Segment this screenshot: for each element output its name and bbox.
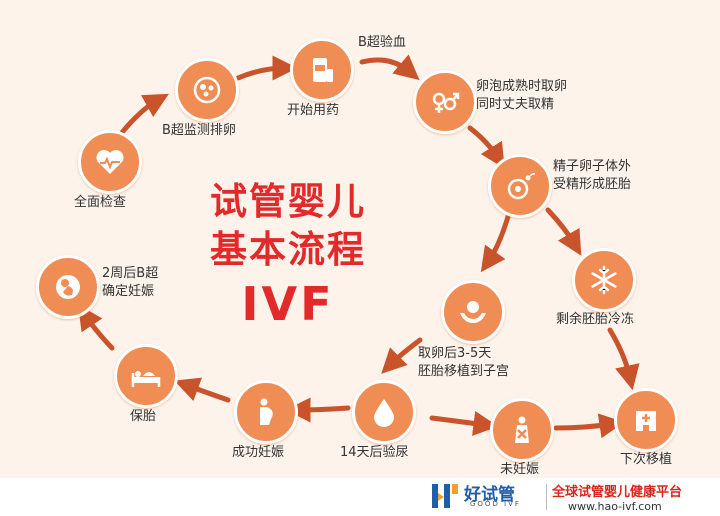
diagram-title: 试管婴儿 基本流程 IVF	[196, 178, 380, 334]
label-transfer-line-2: 胚胎移植到子宫	[418, 364, 510, 379]
gender-symbols-icon	[432, 92, 460, 113]
step-pregnant	[234, 380, 298, 444]
footer-divider	[546, 484, 547, 510]
label-fertilize: 精子卵子体外 受精形成胚胎	[553, 158, 631, 194]
footer-url[interactable]: www.hao-ivf.com	[568, 500, 662, 513]
arrow-not-pregnant-to-next	[553, 413, 625, 439]
step-fertilize	[488, 154, 552, 218]
footer-bar	[0, 478, 720, 516]
label-confirm-line-2: 确定妊娠	[102, 284, 155, 299]
label-retrieval-line-2: 同时丈夫取精	[476, 97, 555, 112]
label-confirm: 2周后B超 确定妊娠	[102, 265, 158, 301]
cross-pregnant-icon	[515, 416, 529, 443]
arrow-urine-to-pregnant	[285, 397, 351, 423]
label-fertilize-line-2: 受精形成胚胎	[553, 177, 632, 192]
step-medication	[290, 38, 354, 102]
arrow-fertilize-to-transfer	[480, 207, 513, 273]
arrow-transfer-to-urine	[381, 337, 423, 374]
step-confirm	[36, 255, 100, 319]
label-not-pregnant: 未妊娠	[500, 462, 540, 477]
label-next-transfer: 下次移植	[620, 452, 673, 467]
arrow-monitor-to-medication	[235, 55, 298, 81]
label-retrieval: 卵泡成熟时取卵 同时丈夫取精	[476, 78, 567, 114]
arrow-fertilize-to-freeze	[545, 207, 582, 256]
step-monitor	[175, 58, 239, 122]
step-retrieval	[413, 70, 477, 134]
brand-name: 好试管	[464, 485, 515, 505]
step-protect	[114, 344, 178, 408]
step-urine-test	[352, 380, 416, 444]
arrow-urine-to-not-pregnant	[429, 411, 499, 436]
label-protect: 保胎	[130, 409, 157, 424]
step-checkup	[78, 130, 142, 194]
bed-icon	[131, 371, 161, 387]
label-freeze: 剩余胚胎冷冻	[556, 312, 635, 327]
arrow-freeze-to-next	[607, 327, 640, 391]
heart-pulse-icon	[96, 150, 124, 174]
arrow-medication-to-retrieval	[359, 54, 420, 81]
label-urine-test: 14天后验尿	[340, 445, 409, 460]
snowflake-icon	[591, 265, 617, 295]
label-transfer-line-1: 取卵后3-5天	[418, 346, 492, 361]
arrow-protect-to-confirm	[78, 304, 115, 351]
label-monitor: B超监测排卵	[162, 123, 236, 138]
label-medication: 开始用药	[287, 103, 340, 118]
step-freeze	[572, 248, 636, 312]
brand-subtitle: GOOD IVF	[470, 500, 521, 508]
step-next-transfer	[614, 388, 678, 452]
label-checkup: 全面检查	[74, 195, 127, 210]
arrow-retrieval-to-fertilize	[467, 125, 505, 169]
medicine-icon	[313, 58, 333, 82]
arrow-checkup-to-monitor	[117, 93, 169, 138]
label-confirm-line-1: 2周后B超	[102, 266, 159, 281]
drop-icon	[374, 399, 394, 427]
step-not-pregnant	[490, 398, 554, 462]
hospital-icon	[636, 411, 656, 431]
step-transfer	[441, 280, 505, 344]
footer-slogan: 全球试管婴儿健康平台	[552, 485, 683, 500]
label-pregnant: 成功妊娠	[232, 445, 285, 460]
title-line-2: 基本流程	[210, 228, 366, 271]
label-fertilize-line-1: 精子卵子体外	[553, 159, 632, 174]
fetus-icon	[56, 275, 80, 299]
sperm-egg-icon	[507, 173, 536, 200]
label-transfer: 取卵后3-5天 胚胎移植到子宫	[418, 345, 509, 381]
arrow-pregnant-to-protect	[174, 377, 231, 403]
label-ultrasound-blood: B超验血	[358, 35, 406, 50]
ultrasound-icon	[193, 76, 221, 104]
hao-ivf-logo-icon	[432, 484, 458, 508]
title-line-3: IVF	[241, 277, 335, 331]
title-line-1: 试管婴儿	[210, 180, 366, 223]
hands-embryo-icon	[460, 301, 486, 323]
label-retrieval-line-1: 卵泡成熟时取卵	[476, 79, 568, 94]
pregnant-woman-icon	[260, 398, 273, 425]
